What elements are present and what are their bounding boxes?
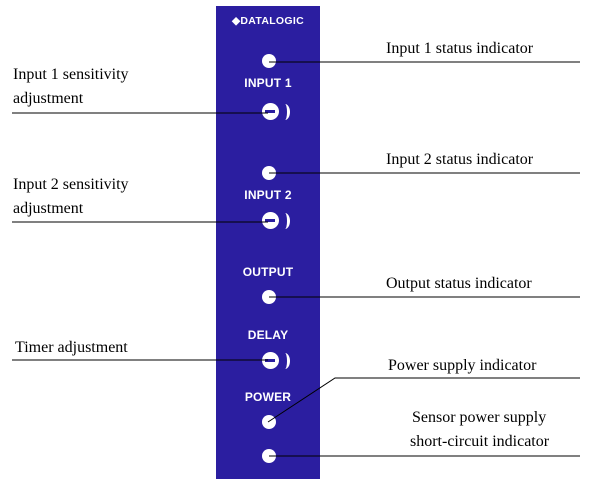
input2-sensitivity-label-line1: Input 2 sensitivity — [13, 176, 129, 193]
input1-status-label: Input 1 status indicator — [386, 40, 534, 57]
input2-sensitivity-label-line2: adjustment — [13, 200, 84, 217]
power-supply-label: Power supply indicator — [388, 357, 537, 374]
input1-label: INPUT 1 — [244, 76, 292, 90]
timer-adjustment-knob[interactable] — [262, 352, 279, 369]
input1-sensitivity-label-line2: adjustment — [13, 90, 84, 107]
input2-status-label: Input 2 status indicator — [386, 151, 534, 168]
short-circuit-label-line2: short-circuit indicator — [410, 433, 550, 450]
adjust-arc-icon — [280, 104, 290, 120]
timer-adjustment-label: Timer adjustment — [15, 339, 128, 356]
adjust-arc-icon — [280, 213, 290, 229]
input2-sensitivity-knob[interactable] — [262, 212, 279, 229]
short-circuit-label-line1: Sensor power supply — [412, 409, 547, 426]
input1-sensitivity-knob[interactable] — [262, 103, 279, 120]
input2-label: INPUT 2 — [244, 188, 292, 202]
adjust-arc-icon — [280, 353, 290, 369]
delay-label: DELAY — [247, 328, 289, 342]
output-label: OUTPUT — [242, 265, 294, 279]
input1-sensitivity-label-line1: Input 1 sensitivity — [13, 66, 129, 83]
brand-logo: ◆DATALOGIC — [232, 15, 304, 27]
device-front-panel: ◆DATALOGIC INPUT 1 INPUT 2 OUTPUT DELAY … — [216, 6, 320, 479]
power-label: POWER — [244, 390, 292, 404]
input1-status-led — [262, 54, 276, 68]
output-status-label: Output status indicator — [386, 275, 532, 292]
power-supply-line — [267, 377, 580, 423]
